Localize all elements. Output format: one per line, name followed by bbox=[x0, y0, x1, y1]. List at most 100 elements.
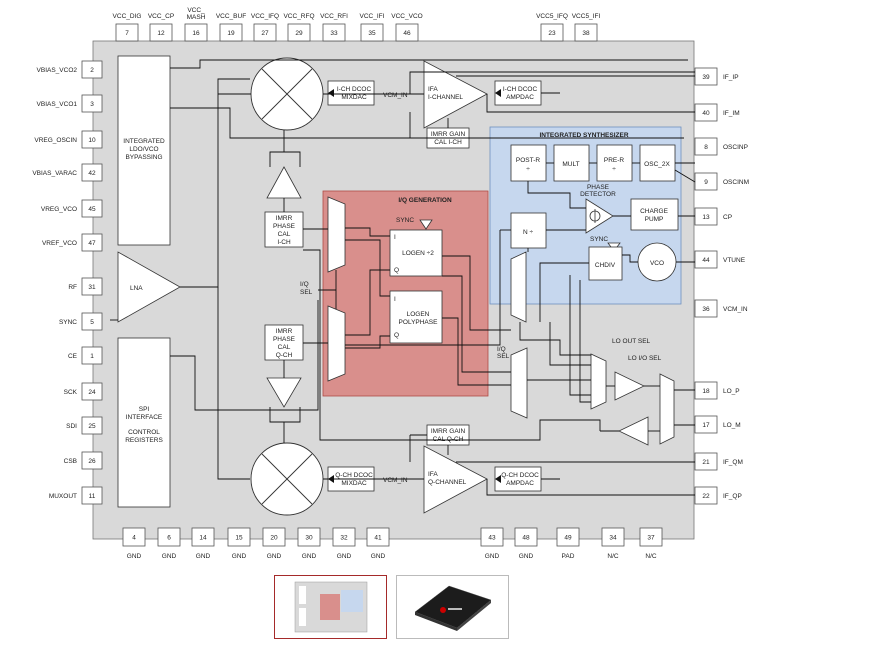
vco-label: VCO bbox=[650, 260, 664, 267]
pin-23: 23 bbox=[540, 23, 564, 42]
pin-box bbox=[253, 23, 277, 42]
imrr-phase-q-l2: PHASE bbox=[273, 336, 296, 343]
pin-number: 41 bbox=[374, 535, 382, 542]
poly-q: Q bbox=[394, 332, 399, 339]
ich-ampdac-arrow bbox=[495, 89, 501, 97]
imrr-gain-q-l2: CAL Q-CH bbox=[433, 436, 464, 443]
pin-15: 15 bbox=[227, 527, 251, 547]
pin-25: 25 bbox=[81, 416, 103, 435]
cp-label-2: PUMP bbox=[645, 216, 664, 223]
imrr-phase-q-l3: CAL bbox=[278, 344, 291, 351]
synth-title: INTEGRATED SYNTHESIZER bbox=[539, 132, 628, 139]
pin-label: N/C bbox=[607, 553, 619, 560]
pin-number: 20 bbox=[270, 535, 278, 542]
pin-number: 43 bbox=[488, 535, 496, 542]
qch-mixdac-l1: Q-CH DCOC bbox=[335, 472, 373, 479]
ldo-label-1: INTEGRATED bbox=[123, 138, 165, 145]
pin-label: RF bbox=[68, 284, 77, 291]
pin-number: 3 bbox=[90, 101, 94, 108]
osc2x-block bbox=[639, 144, 676, 182]
pin-47: 47 bbox=[81, 233, 103, 252]
pin-label: VCM_IN bbox=[723, 306, 748, 313]
pin-number: 9 bbox=[704, 179, 708, 186]
ich-mixdac-l2: MIXDAC bbox=[341, 94, 367, 101]
pre-r-label: PRE-R bbox=[604, 157, 625, 164]
thumbnail-diagram-icon bbox=[294, 581, 368, 633]
pin-42: 42 bbox=[81, 163, 103, 182]
i-mixer-lo-wire bbox=[269, 151, 301, 167]
pin-18: 18 bbox=[694, 381, 718, 400]
pin-label: GND bbox=[302, 553, 317, 560]
pin-number: 29 bbox=[295, 30, 303, 37]
pin-number: 40 bbox=[702, 110, 710, 117]
vcm-in-label-i: VCM_IN bbox=[383, 92, 408, 99]
pin-34: 34 bbox=[601, 527, 625, 547]
pin-box bbox=[122, 527, 146, 547]
lo-iq-mux bbox=[510, 347, 528, 419]
pin-7: 7 bbox=[115, 23, 139, 42]
pin-38: 38 bbox=[574, 23, 598, 42]
pin-label: MASH bbox=[187, 14, 206, 21]
pin-36: 36 bbox=[694, 299, 718, 318]
cp-label-1: CHARGE bbox=[640, 208, 668, 215]
osc2x-label: OSC_2X bbox=[644, 161, 670, 168]
ich-mixdac-l1: I-CH DCOC bbox=[337, 86, 372, 93]
pre-r-div: ÷ bbox=[612, 166, 616, 173]
imrr-gain-i-l1: IMRR GAIN bbox=[431, 131, 466, 138]
pin-box bbox=[556, 527, 580, 547]
pin-label: GND bbox=[267, 553, 282, 560]
chip-package-thumbnail[interactable] bbox=[396, 575, 509, 639]
pin-box bbox=[297, 527, 321, 547]
imrr-phase-cal-i-block bbox=[264, 211, 304, 248]
pin-box bbox=[514, 527, 538, 547]
ifa-i-l2: I-CHANNEL bbox=[428, 94, 463, 101]
poly-l1: LOGEN bbox=[407, 311, 430, 318]
pin-6: 6 bbox=[157, 527, 181, 547]
logen2-i: I bbox=[394, 234, 396, 241]
pin-label: CP bbox=[723, 214, 732, 221]
pin-box bbox=[694, 452, 718, 471]
pin-39: 39 bbox=[694, 67, 718, 86]
pin-number: 45 bbox=[88, 206, 96, 213]
pin-9: 9 bbox=[694, 172, 718, 191]
pin-label: VREF_VCO bbox=[42, 240, 77, 247]
pd-label-2: DETECTOR bbox=[580, 191, 616, 198]
pin-box bbox=[81, 163, 103, 182]
pin-number: 18 bbox=[702, 388, 710, 395]
i-ch-dcoc-ampdac-block bbox=[494, 80, 542, 106]
pin-number: 37 bbox=[647, 535, 655, 542]
ich-ampdac-l1: I-CH DCOC bbox=[503, 86, 538, 93]
q-ch-dcoc-ampdac-block bbox=[494, 466, 542, 492]
pin-label: IF_IP bbox=[723, 74, 739, 81]
q-mixer bbox=[250, 442, 324, 516]
pin-label: VCC_DIG bbox=[113, 13, 142, 20]
pin-33: 33 bbox=[322, 23, 346, 42]
ldo-label-3: BYPASSING bbox=[125, 154, 162, 161]
block-diagram-thumbnail[interactable] bbox=[274, 575, 387, 639]
pin-label: VCC_BUF bbox=[216, 13, 246, 20]
pin-box bbox=[694, 299, 718, 318]
pin-label: VCC_RFQ bbox=[283, 13, 314, 20]
imrr-phase-i-l1: IMRR bbox=[276, 215, 293, 222]
chdiv-sync-label: SYNC bbox=[590, 236, 608, 243]
pin-label: VCC_CP bbox=[148, 13, 174, 20]
bottom-pins: 4GND6GND14GND15GND20GND30GND32GND41GND43… bbox=[122, 527, 663, 560]
charge-pump-block bbox=[630, 198, 679, 231]
pin-number: 5 bbox=[90, 319, 94, 326]
pin-label: GND bbox=[337, 553, 352, 560]
spi-label-1: SPI bbox=[139, 406, 150, 413]
spi-label-3: CONTROL bbox=[128, 429, 160, 436]
pin-label: IF_QP bbox=[723, 493, 742, 500]
top-pins: 7VCC_DIG12VCC_CP16VCC_MASH19VCC_BUF27VCC… bbox=[113, 7, 600, 42]
pin-number: 49 bbox=[564, 535, 572, 542]
pin-number: 19 bbox=[227, 30, 235, 37]
pin-number: 14 bbox=[199, 535, 207, 542]
iq-gen-title: I/Q GENERATION bbox=[398, 197, 452, 204]
pin-21: 21 bbox=[694, 452, 718, 471]
pin-number: 42 bbox=[88, 170, 96, 177]
pin-number: 7 bbox=[125, 30, 129, 37]
pin-number: 33 bbox=[330, 30, 338, 37]
pin-box bbox=[115, 23, 139, 42]
qch-ampdac-arrow bbox=[495, 475, 501, 483]
